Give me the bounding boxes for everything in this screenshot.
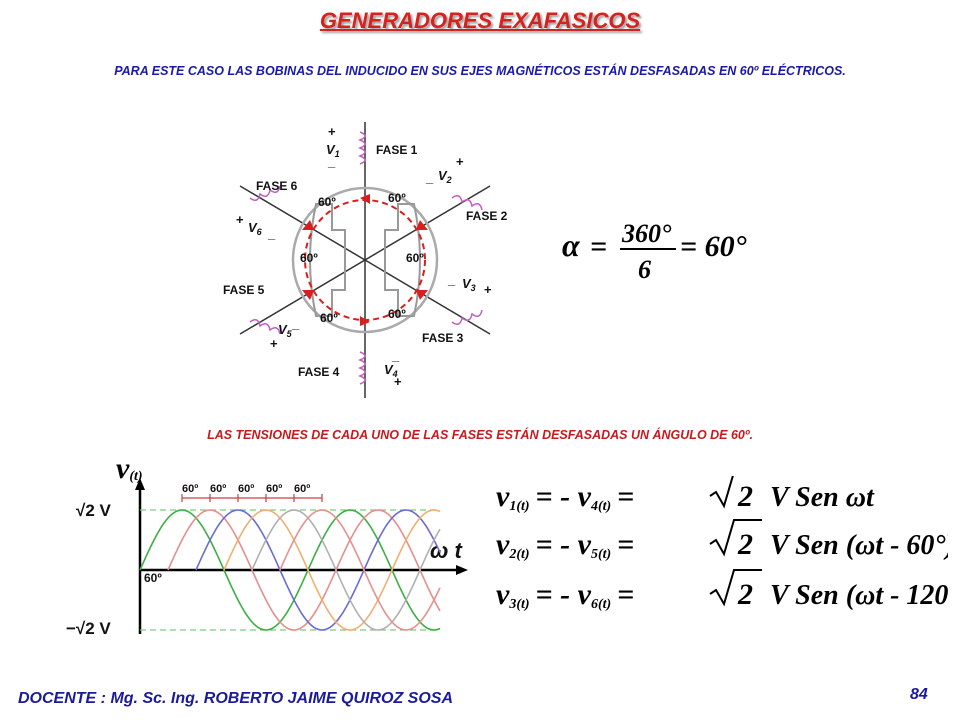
angle-label: 60º xyxy=(406,251,424,265)
alpha-result: = 60° xyxy=(680,230,747,263)
voltage-label-5: V5 xyxy=(278,322,293,339)
hexaphase-diagram: 60º 60º 60º 60º 60º 60º FASE 1 FASE 2 FA… xyxy=(223,122,508,398)
coil-fase-5 xyxy=(249,319,281,335)
plus-sign: + xyxy=(236,212,244,227)
intro-text: PARA ESTE CASO LAS BOBINAS DEL INDUCIDO … xyxy=(114,64,846,78)
waveform-ylabel: v(t) xyxy=(116,452,143,485)
stator-ring xyxy=(291,186,439,334)
sine-wave-phase-2 xyxy=(167,509,441,631)
sine-wave-phase-1 xyxy=(139,509,441,631)
plus-sign: + xyxy=(394,374,402,389)
angle-arrows xyxy=(302,194,428,326)
waveform-plot: v(t) √2 V −√2 V ω t 60º 60º 60º 60º 60º … xyxy=(66,452,468,638)
phase-label-4: FASE 4 xyxy=(298,365,340,379)
angle-label: 60º xyxy=(388,191,406,205)
phase-label-6: FASE 6 xyxy=(256,179,298,193)
voltage-label-4: V4 xyxy=(384,362,398,379)
coil-fase-3 xyxy=(451,309,483,325)
phase-label-3: FASE 3 xyxy=(422,331,464,345)
phase-label-2: FASE 2 xyxy=(466,209,508,223)
equation-rhs: V Sen ωt xyxy=(770,482,875,513)
ytick-bottom: −√2 V xyxy=(66,619,111,638)
sqrt-radicand: 2 xyxy=(737,528,753,561)
spacing-brackets xyxy=(181,494,323,502)
voltage-label-6: V6 xyxy=(248,220,263,237)
voltage-label-1: V1 xyxy=(326,142,340,159)
sqrt-sign xyxy=(709,519,762,557)
minus-sign: _ xyxy=(327,154,336,169)
voltage-equations: v1(t)= - v4(t)= 2 V Sen ωt v2(t)= - v5(t)= 2… xyxy=(496,476,948,612)
minus-sign: _ xyxy=(447,272,456,287)
phase-label-5: FASE 5 xyxy=(223,283,265,297)
page-title: GENERADORES EXAFASICOS xyxy=(319,8,641,33)
angle-label: 60º xyxy=(388,307,406,321)
equation-row-3: v3(t)= - v6(t)= xyxy=(496,578,634,612)
sqrt-sign xyxy=(709,569,762,607)
equation-rhs: V Sen (ωt - 120°) xyxy=(770,580,948,611)
voltage-label-2: V2 xyxy=(438,168,452,185)
equation-row-2: v2(t)= - v5(t)= xyxy=(496,528,634,562)
axis-line-diagonal-2 xyxy=(239,185,491,335)
fraction-numerator: 360° xyxy=(621,219,672,248)
angle-label: 60º xyxy=(320,311,338,325)
minus-sign: _ xyxy=(291,316,300,331)
sine-waves xyxy=(139,509,441,631)
alpha-symbol: α xyxy=(562,227,581,263)
shift-label: 60º xyxy=(144,571,162,585)
ytick-top: √2 V xyxy=(76,501,112,520)
plus-sign: + xyxy=(270,336,278,351)
phase-label-1: FASE 1 xyxy=(376,143,418,157)
sine-wave-phase-4 xyxy=(223,509,441,631)
equals-sign: = xyxy=(590,230,607,263)
minus-sign: _ xyxy=(267,226,276,241)
plus-sign: + xyxy=(484,282,492,297)
sqrt-radicand: 2 xyxy=(737,578,753,611)
spacing-label: 60º xyxy=(266,483,282,495)
voltage-label-3: V3 xyxy=(462,276,476,293)
footer-author: DOCENTE : Mg. Sc. Ing. ROBERTO JAIME QUI… xyxy=(18,690,453,707)
y-axis-arrow xyxy=(135,478,145,490)
phase-shift-note: LAS TENSIONES DE CADA UNO DE LAS FASES E… xyxy=(207,428,753,442)
plus-sign: + xyxy=(328,124,336,139)
equation-rhs: V Sen (ωt - 60°) xyxy=(770,530,948,561)
coil-fase-1 xyxy=(357,131,366,165)
spacing-label: 60º xyxy=(294,483,310,495)
spacing-label: 60º xyxy=(238,483,254,495)
spacing-label: 60º xyxy=(182,483,198,495)
sqrt-radicand: 2 xyxy=(737,480,753,513)
coil-fase-6 xyxy=(249,185,281,201)
minus-sign: _ xyxy=(391,348,400,363)
spacing-label: 60º xyxy=(210,483,226,495)
plus-sign: + xyxy=(456,154,464,169)
fraction-denominator: 6 xyxy=(638,255,651,284)
coil-fase-4 xyxy=(357,351,366,385)
coil-fase-2 xyxy=(451,195,483,211)
sine-wave-phase-6 xyxy=(279,509,441,631)
sqrt-sign xyxy=(709,476,734,509)
sine-wave-phase-3 xyxy=(195,509,441,631)
page-number: 84 xyxy=(910,686,928,703)
minus-sign: _ xyxy=(425,170,434,185)
alpha-formula: α = 360° 6 = 60° xyxy=(562,219,747,284)
pole-piece-right xyxy=(384,203,421,317)
sine-wave-phase-5 xyxy=(251,509,441,631)
x-axis-arrow xyxy=(456,565,468,575)
equation-row-1: v1(t)= - v4(t)= xyxy=(496,480,634,514)
angle-label: 60º xyxy=(318,195,336,209)
angle-label: 60º xyxy=(300,251,318,265)
